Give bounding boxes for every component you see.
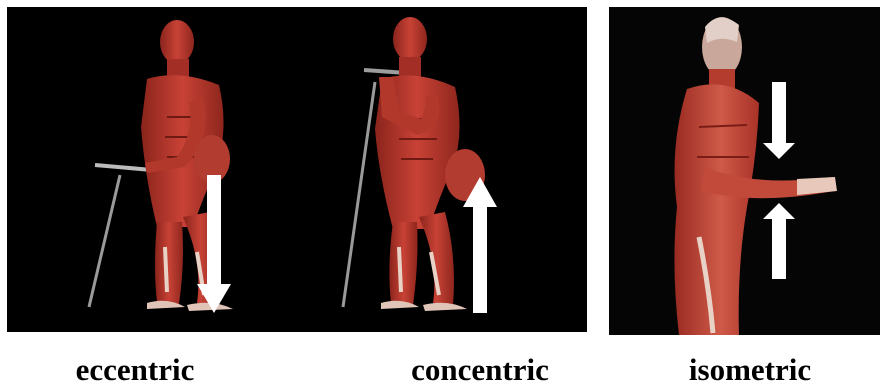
muscle-illustration-panel-right xyxy=(609,7,880,335)
concentric-figure xyxy=(343,17,485,311)
hand xyxy=(797,177,837,195)
muscle-illustration-panel-left xyxy=(7,7,587,332)
right-foot xyxy=(423,303,467,311)
isometric-figure xyxy=(674,17,837,335)
cable-pole xyxy=(343,82,375,307)
head xyxy=(393,17,427,61)
caption-isometric: isometric xyxy=(655,350,845,390)
cable-handle xyxy=(95,165,152,170)
cable-pole xyxy=(89,175,120,307)
left-leg xyxy=(155,222,183,304)
caption-eccentric: eccentric xyxy=(40,350,230,390)
eccentric-concentric-scene xyxy=(7,7,587,332)
head xyxy=(160,20,194,64)
isometric-scene xyxy=(609,7,880,335)
arrow-down-icon xyxy=(763,82,795,159)
left-leg xyxy=(389,222,417,305)
neck xyxy=(399,57,421,77)
torso xyxy=(674,84,759,335)
arrow-up-icon xyxy=(763,203,795,279)
left-foot xyxy=(147,301,185,309)
caption-concentric: concentric xyxy=(380,350,580,390)
